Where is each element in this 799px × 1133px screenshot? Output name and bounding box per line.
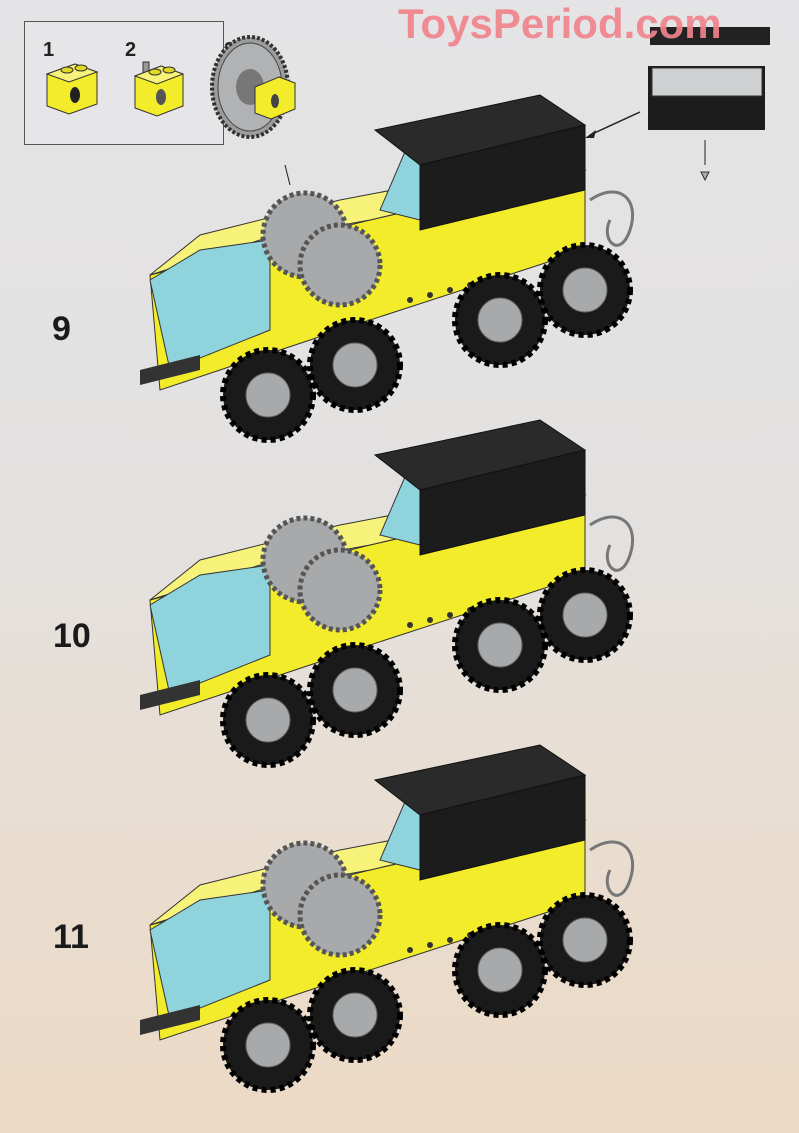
step-number-11: 11 [53,918,89,956]
watermark-logo: ToysPeriod.com [398,0,722,47]
truck-step-9-illustration [140,95,633,440]
arrow-icon [589,111,641,136]
arrow-down-icon [284,164,291,186]
truck-step-10-illustration [140,420,633,765]
parts-callout-box: 1 2 3 [24,21,296,145]
part-number-1: 1 [43,39,55,61]
technic-brick-part-1 [45,63,99,115]
truck-step-11-illustration [140,745,633,1090]
gear-40-icon [210,35,296,139]
battery-box-callout [284,27,770,186]
parts-illustration [45,61,185,117]
step-number-10: 10 [53,617,91,655]
part-number-2: 2 [125,39,137,61]
technic-brick-part-2 [133,61,185,117]
step-number-9: 9 [52,310,71,348]
